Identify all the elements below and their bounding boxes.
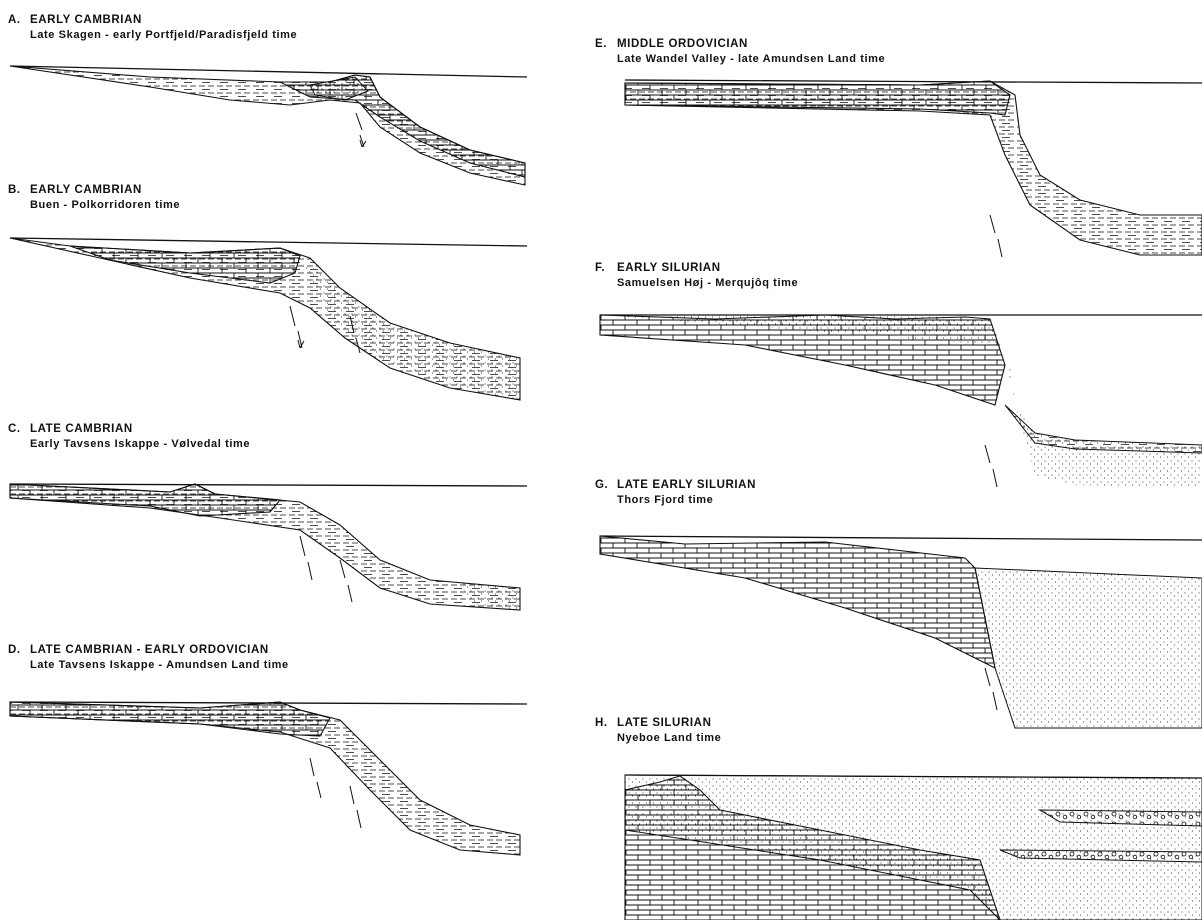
panel-a-period: EARLY CAMBRIAN [30,14,142,26]
sea-level-line [10,484,527,486]
panel-h-stage: Nyeboe Land time [595,732,721,745]
section-c-cross-section [0,470,560,620]
panel-c-heading: C.LATE CAMBRIAN Early Tavsens Iskappe - … [8,419,250,451]
carbonate-platform-unit [10,484,280,516]
section-g-cross-section [595,528,1202,728]
section-e-cross-section [620,75,1202,275]
fault-trace [985,445,997,487]
panel-a-stage: Late Skagen - early Portfjeld/Paradisfje… [8,29,297,42]
panel-c-letter: C. [8,423,30,437]
fault-trace-1 [290,306,302,348]
sandstone-basin-unit [975,568,1202,728]
panel-c-period: LATE CAMBRIAN [30,423,133,435]
panel-d-letter: D. [8,644,30,658]
fault-trace [985,668,997,710]
sea-level-line [625,80,1202,83]
sea-level-line [600,536,1202,540]
sea-level-line [10,238,527,246]
fault-trace [990,215,1002,257]
section-b-cross-section [0,228,560,408]
panel-c-stage: Early Tavsens Iskappe - Vølvedal time [8,438,250,451]
carbonate-platform-unit [625,81,1010,115]
shale-slope-unit [10,66,525,185]
carbonate-platform-unit [600,315,1005,405]
carbonate-platform-unit [600,536,995,668]
fault-trace-1 [300,536,312,580]
section-a-cross-section [0,55,560,190]
fault-trace [356,113,364,147]
panel-f-stage: Samuelsen Høj - Merqujôq time [595,277,798,290]
fault-trace-1 [310,758,321,798]
panel-b-stage: Buen - Polkorridoren time [8,199,180,212]
panel-a-heading: A.EARLY CAMBRIAN Late Skagen - early Por… [8,10,297,42]
carbonate-platform-unit [10,702,330,736]
section-f-cross-section [595,305,1202,505]
sandstone-unit [300,258,520,400]
panel-f-letter: F. [595,262,617,276]
panel-d-heading: D.LATE CAMBRIAN - EARLY ORDOVICIAN Late … [8,640,289,672]
fault-trace-2 [350,786,361,828]
panel-d-period: LATE CAMBRIAN - EARLY ORDOVICIAN [30,644,269,656]
panel-e-heading: E.MIDDLE ORDOVICIAN Late Wandel Valley -… [595,34,885,66]
section-d-cross-section [0,690,560,860]
section-h-cross-section [620,770,1202,920]
panel-a-letter: A. [8,14,30,28]
panel-d-stage: Late Tavsens Iskappe - Amundsen Land tim… [8,659,289,672]
panel-e-period: MIDDLE ORDOVICIAN [617,38,748,50]
panel-e-letter: E. [595,38,617,52]
panel-e-stage: Late Wandel Valley - late Amundsen Land … [595,53,885,66]
